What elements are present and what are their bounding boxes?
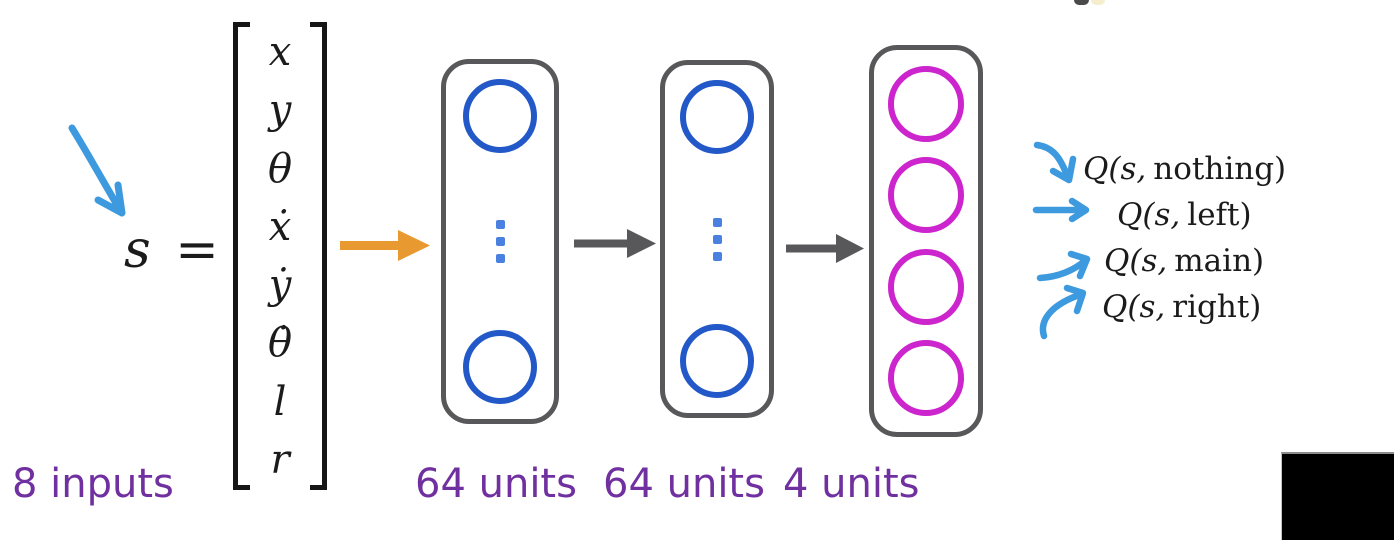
layer2-units-label: 64 units (603, 461, 765, 507)
q-value-left: Q(s,left) (1117, 196, 1252, 234)
input-arrow-icon (340, 230, 430, 261)
video-overlay-corner (1281, 452, 1394, 540)
output-layer (869, 45, 983, 437)
output-node-icon (888, 157, 964, 234)
ellipsis-icon (712, 217, 722, 261)
hidden-node-icon (680, 80, 754, 154)
q-value-main: Q(s,main) (1104, 242, 1264, 280)
hidden-node-icon (680, 324, 754, 398)
sketch-pointer-arrow-icon (68, 124, 126, 217)
vector-entry: y (268, 87, 292, 134)
q-value-right: Q(s,right) (1102, 288, 1261, 326)
layer-arrow-icon (574, 229, 656, 258)
vector-left-bracket (233, 22, 250, 490)
hidden-node-icon (463, 330, 537, 404)
vector-entry: l (273, 378, 287, 425)
vector-entry: θ (267, 145, 293, 192)
q-action-text: nothing) (1153, 151, 1287, 187)
cropped-stroke-artifact (1074, 0, 1089, 5)
q-function-text: Q(s, (1117, 197, 1181, 233)
vector-entry: r (270, 436, 290, 483)
hidden-layer-1 (441, 59, 559, 424)
vector-entry: ẋ (268, 203, 292, 250)
state-equation-lhs: s = (124, 220, 223, 280)
ellipsis-icon (495, 220, 505, 263)
q-action-text: main) (1174, 243, 1265, 279)
hidden-layer-2 (660, 60, 774, 418)
output-node-icon (888, 248, 964, 325)
q-action-text: left) (1187, 197, 1252, 233)
q-function-text: Q(s, (1104, 243, 1168, 279)
vector-entries: x y θ ẋ ẏ θ̇ l r (250, 23, 310, 489)
q-function-text: Q(s, (1102, 289, 1166, 325)
q-main-arrow-icon (1036, 250, 1091, 282)
q-nothing-arrow-icon (1033, 141, 1077, 184)
layer-arrow-icon (786, 234, 864, 263)
vector-entry: ẏ (268, 262, 292, 309)
cropped-stroke-artifact (1091, 0, 1105, 5)
vector-entry: θ̇ (267, 320, 293, 367)
hidden-node-icon (463, 79, 537, 153)
layer1-units-label: 64 units (415, 461, 577, 507)
output-units-label: 4 units (783, 461, 920, 507)
vector-right-bracket (310, 22, 327, 490)
q-function-text: Q(s, (1083, 151, 1147, 187)
output-node-icon (888, 65, 964, 142)
state-vector: x y θ ẋ ẏ θ̇ l r (233, 22, 327, 490)
q-value-nothing: Q(s,nothing) (1083, 150, 1286, 188)
inputs-count-label: 8 inputs (12, 461, 174, 507)
vector-entry: x (268, 29, 292, 76)
q-action-text: right) (1172, 289, 1262, 325)
q-right-arrow-icon (1039, 284, 1087, 340)
q-left-arrow-icon (1032, 197, 1090, 223)
output-node-icon (888, 340, 964, 417)
